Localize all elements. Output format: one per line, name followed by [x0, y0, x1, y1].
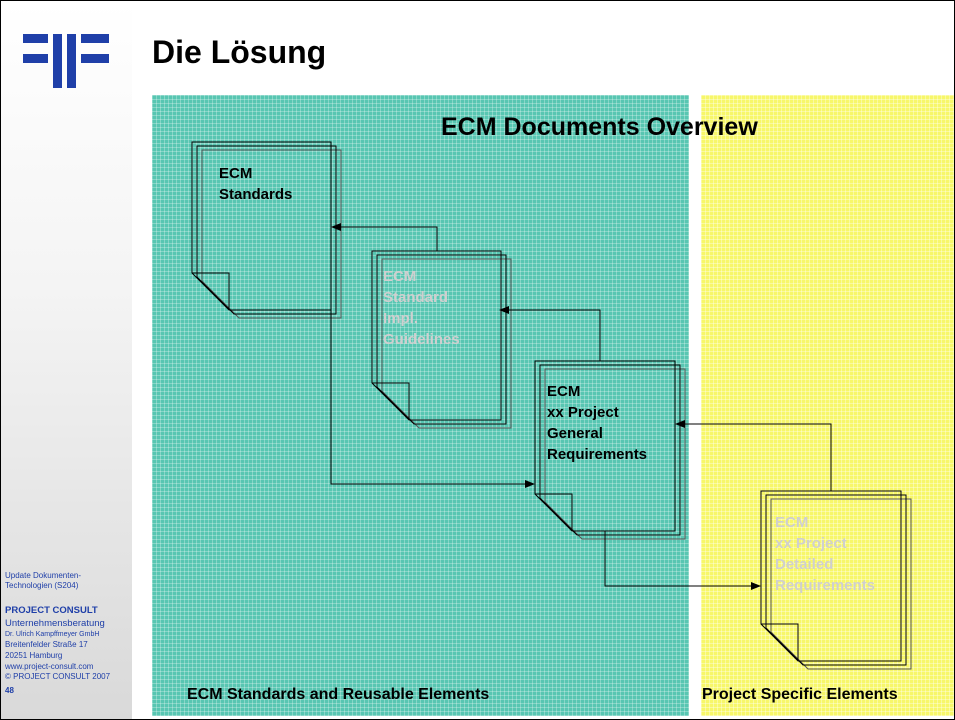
- sidebar-web: www.project-consult.com: [5, 662, 94, 671]
- sidebar-topic-line1: Update Dokumenten-: [5, 571, 82, 580]
- page-number: 48: [5, 686, 14, 695]
- document-ecm-standards: [191, 141, 342, 319]
- sidebar-person: Dr. Ulrich Kampffmeyer GmbH: [5, 631, 100, 638]
- document-label-ecm-standards: ECM Standards: [219, 165, 293, 203]
- sidebar-company-sub: Unternehmensberatung: [5, 618, 105, 629]
- standards-zone-label: ECM Standards and Reusable Elements: [187, 686, 490, 703]
- sidebar-street: Breitenfelder Straße 17: [5, 640, 88, 649]
- page-title: Die Lösung: [152, 34, 327, 70]
- sidebar-city: 20251 Hamburg: [5, 651, 63, 660]
- sidebar-topic-line2: Technologien (S204): [5, 581, 79, 590]
- document-ecm-standard-impl-guidelines: [371, 250, 512, 429]
- standards-zone: [152, 95, 689, 716]
- diagram-title: ECM Documents Overview: [441, 113, 758, 141]
- arrow-detailed-to-general: [675, 420, 832, 491]
- arrow-guidelines-to-standards: [331, 223, 438, 251]
- document-label-ecm-project-detailed-requirements: ECM xx Project Detailed Requirements: [775, 514, 876, 594]
- document-ecm-project-general-requirements: [534, 360, 686, 540]
- document-ecm-project-detailed-requirements: [760, 490, 912, 670]
- arrow-general-to-detailed: [604, 531, 761, 590]
- sidebar-copyright: © PROJECT CONSULT 2007: [5, 672, 111, 681]
- project-consult-logo: [23, 34, 109, 88]
- arrow-standards-to-general: [330, 310, 535, 488]
- sidebar: [1, 1, 132, 719]
- document-label-ecm-standard-impl-guidelines: ECM Standard Impl. Guidelines: [383, 268, 460, 348]
- document-label-ecm-project-general-requirements: ECM xx Project General Requirements: [547, 383, 648, 463]
- project-zone-label: Project Specific Elements: [702, 686, 898, 703]
- arrow-general-to-guidelines: [499, 306, 601, 361]
- project-zone: [701, 95, 954, 716]
- sidebar-company: PROJECT CONSULT: [5, 605, 98, 616]
